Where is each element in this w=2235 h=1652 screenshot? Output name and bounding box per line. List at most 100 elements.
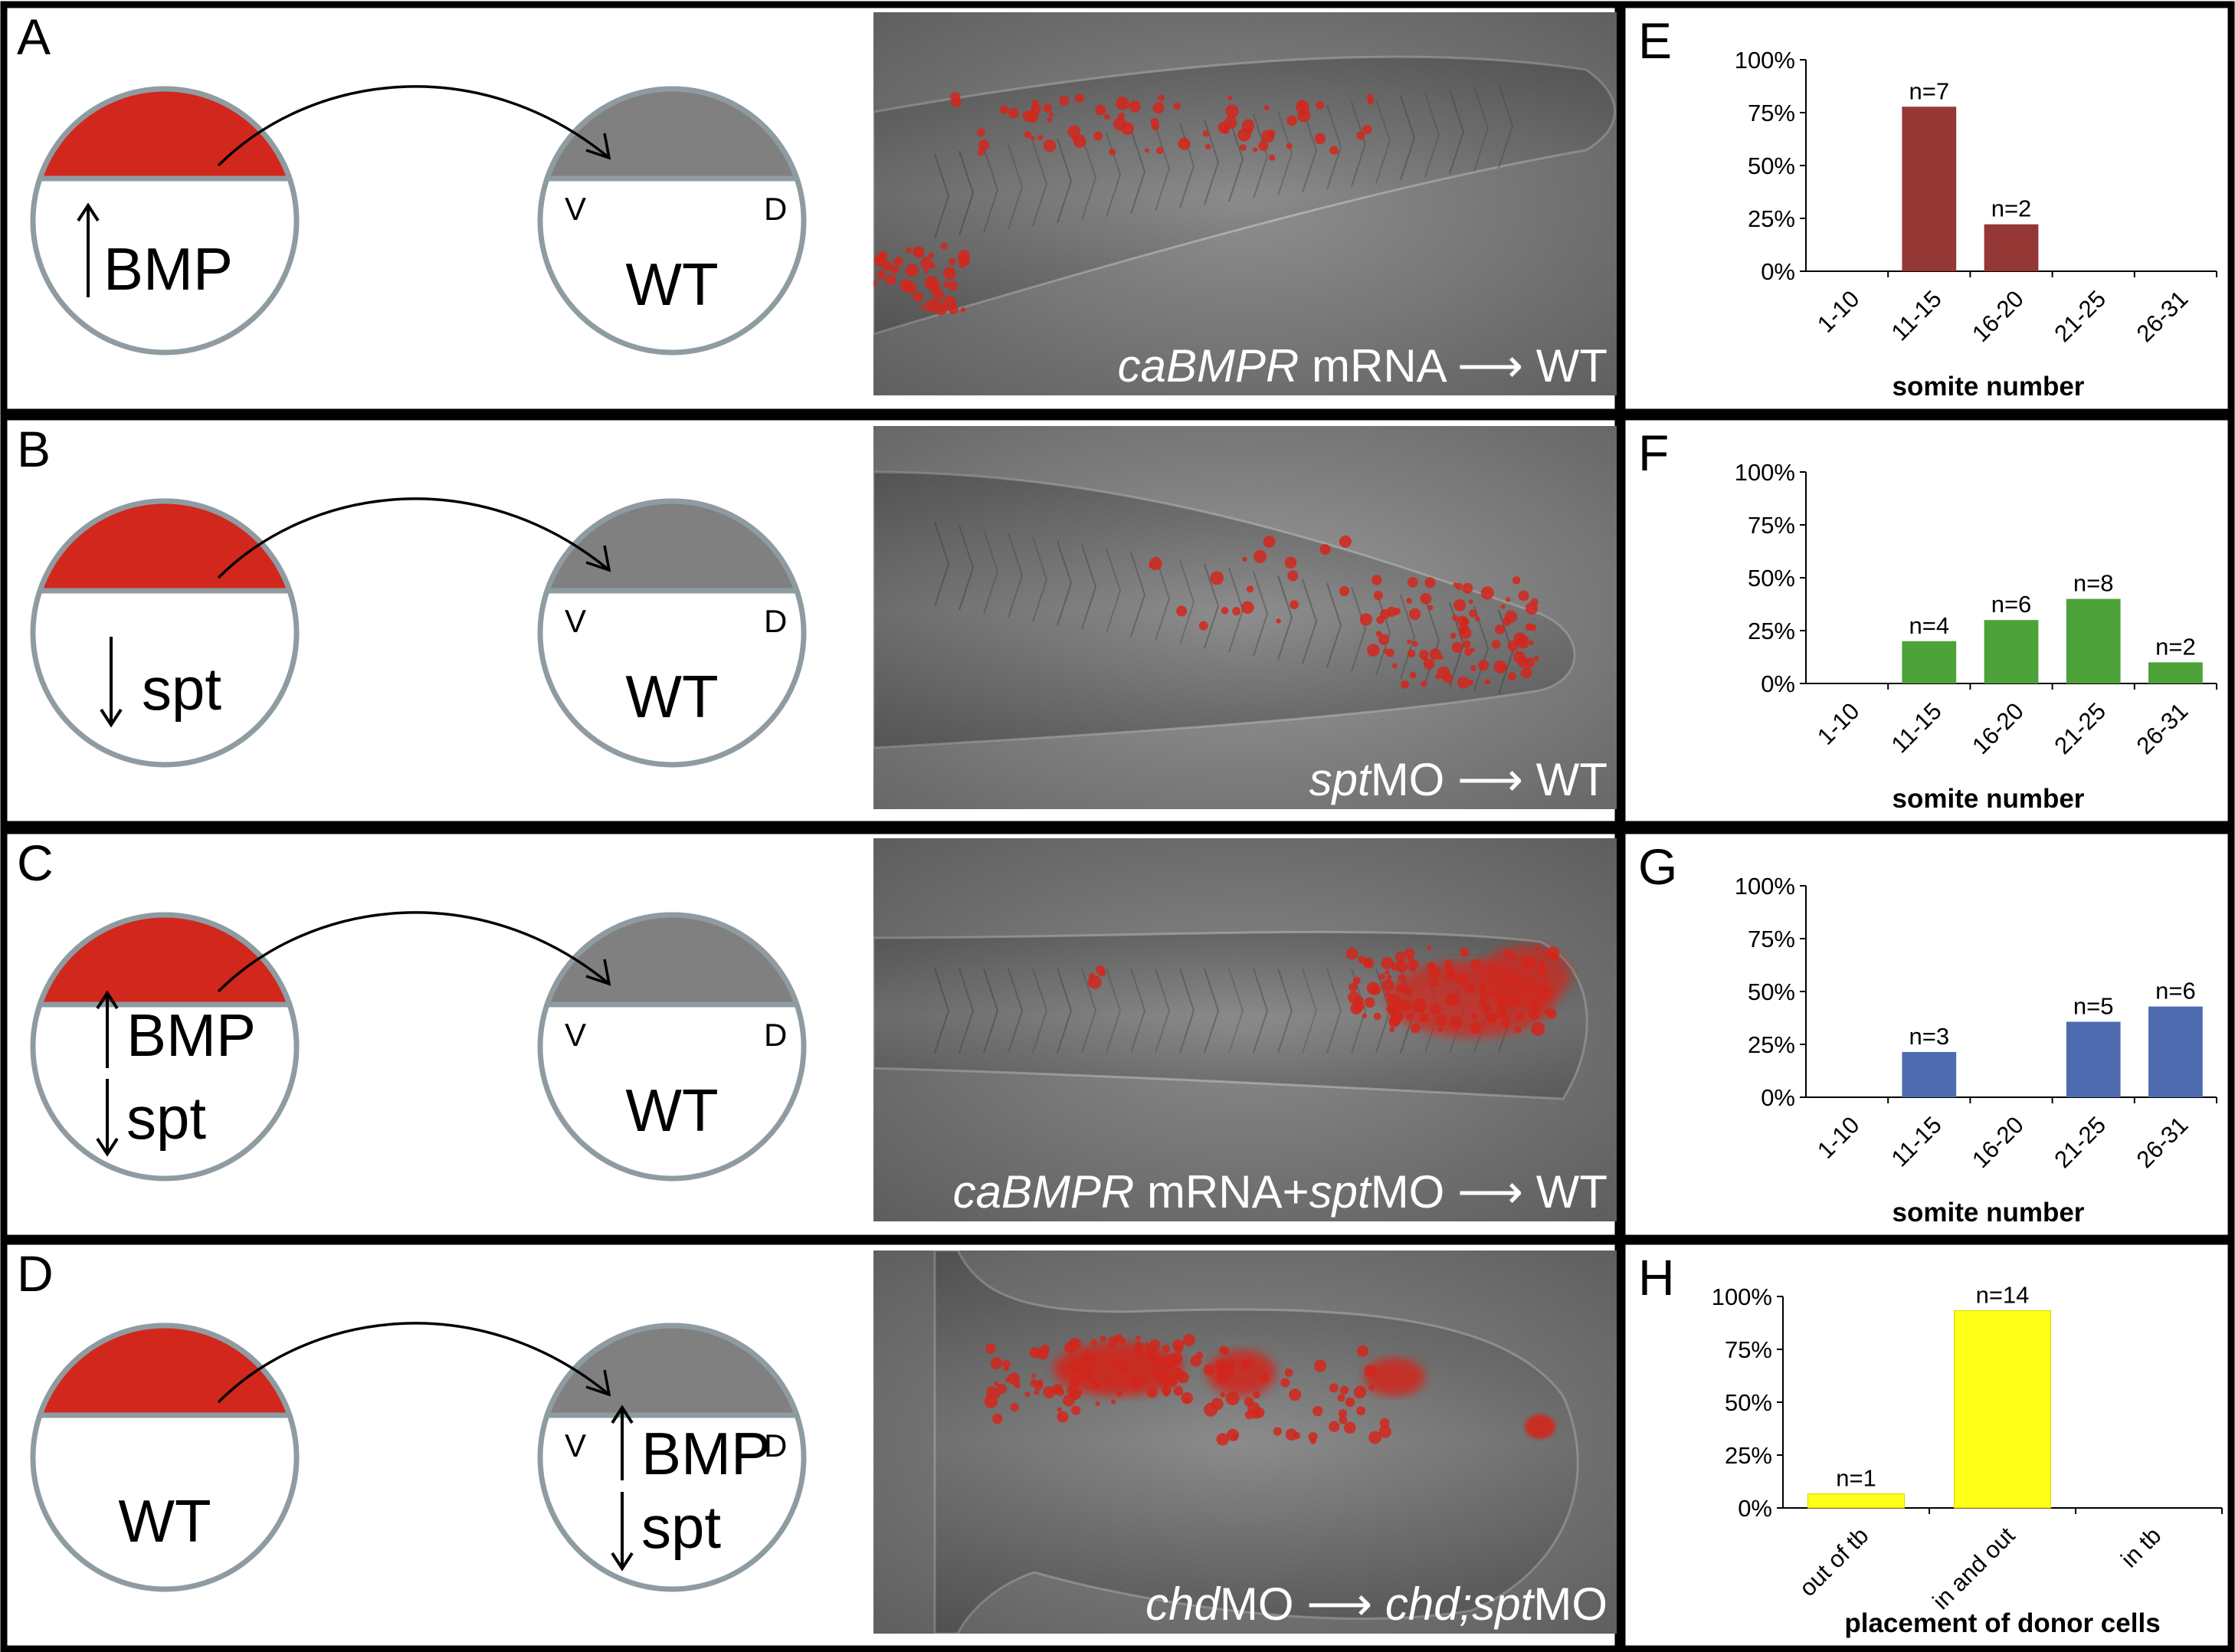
micrograph-D: chdMO ⟶ chd;sptMO [873,1250,1617,1634]
micrograph-caption: caBMPR mRNA+sptMO ⟶ WT [953,1166,1607,1218]
donor-cell [890,265,900,274]
micrograph-caption: sptMO ⟶ WT [1309,754,1607,805]
donor-cell [1385,969,1390,975]
donor-cell [1491,640,1501,649]
bar [2066,598,2121,683]
donor-cell [1373,591,1383,601]
donor-cell [1047,116,1053,123]
donor-cell [877,270,886,280]
donor-cell [1071,1405,1081,1415]
donor-cell [1408,608,1421,621]
micrographs: caBMPR mRNA ⟶ WT sptMO ⟶ WT caBMPR mRNA+sp… [873,12,1617,1634]
x-category-label: 26-31 [2132,1111,2194,1173]
transplant-arrowhead [585,133,611,160]
micrograph-caption: caBMPR mRNA ⟶ WT [1118,340,1607,392]
panel-letter: E [1638,12,1672,69]
donor-cell [1290,600,1299,610]
donor-label: spt [126,1084,206,1152]
donor-cell [1030,136,1035,141]
up-arrow [77,202,100,297]
micrograph-content [873,12,1617,395]
bar-label: n=6 [2155,978,2196,1005]
donor-cell [1232,607,1241,616]
up-arrow [611,1405,634,1480]
y-tick-label: 25% [1748,1031,1795,1058]
x-category-label: in tb [2115,1522,2166,1572]
donor-cell [1034,1381,1044,1391]
transplant-arrowhead [585,959,611,986]
caption-part: mRNA+ [1134,1166,1309,1218]
donor-cell [1394,952,1406,963]
donor-cell [985,1343,996,1354]
donor-cell [1513,632,1527,646]
donor-cell [1457,677,1470,689]
donor-cell [1252,147,1258,152]
micrograph-content [873,838,1617,1221]
donor-embryo [30,86,300,356]
donor-cell [1391,663,1398,669]
donor-cell [1460,947,1470,957]
donor-cell [990,1357,1003,1369]
donor-cell [873,280,878,286]
donor-cell [1151,122,1160,131]
y-tick-label: 75% [1748,512,1795,539]
grain [873,12,1617,395]
donor-cell [978,139,990,151]
up-arrow-head [77,202,100,222]
donor-cell [1386,606,1397,618]
x-category-label: out of tb [1794,1522,1873,1601]
panel-letter: A [17,8,51,65]
donor-cell [1090,1339,1097,1346]
donor-cell [1389,1027,1395,1033]
donor-cell [1003,1365,1009,1372]
donor-cell [905,264,919,277]
donor-cell [1378,1425,1391,1438]
donor-cell [1407,649,1416,658]
donor-cell [999,105,1009,114]
donor-cell [1364,997,1375,1008]
donor-cell [1227,95,1233,101]
donor-cell [1525,601,1539,615]
donor-cell [1093,131,1103,141]
donor-cell [1217,121,1230,134]
donor-cell [1286,143,1293,149]
donor-cell [1276,618,1281,624]
bar-label: n=2 [1991,195,2032,222]
donor-cell [1484,679,1490,685]
donor-cell [1406,955,1414,963]
donor-cell [1319,544,1331,556]
host-embryo-cap [543,912,801,1008]
donor-cell [1010,1403,1019,1412]
donor-cell [1068,1337,1082,1351]
donor-cell [1337,1394,1345,1402]
donor-cell [1500,604,1506,609]
caption-part: MO ⟶ [1220,1578,1385,1630]
donor-cell [1362,1013,1368,1019]
donor-cell [977,128,985,137]
donor-cell [1366,644,1380,657]
donor-cell [1144,148,1149,153]
bar [1953,1309,2052,1509]
caption-part: MO ⟶ WT [1371,754,1607,805]
donor-embryo-cap [36,86,293,182]
donor-cell [1378,634,1390,645]
donor-cell [1034,1389,1040,1395]
donor-cell [1375,631,1382,638]
panel-letter: D [17,1245,54,1302]
donor-cell [1443,673,1453,683]
donor-cell [1031,1373,1037,1378]
ventral-label: V [565,603,586,639]
donor-embryo-cap [36,912,293,1008]
bar-label: n=7 [1909,77,1950,104]
donor-cell [1517,656,1529,668]
bar-label: n=8 [2073,570,2114,597]
donor-cell [1529,640,1535,646]
donor-cell [1358,955,1366,964]
x-category-label: 11-15 [1886,697,1947,758]
donor-cell [1095,1401,1100,1407]
donor-cell [1113,117,1127,131]
donor-cell [1181,1391,1194,1405]
donor-cell [1287,570,1299,582]
donor-cell [1468,599,1473,605]
donor-cell [1008,1372,1021,1385]
